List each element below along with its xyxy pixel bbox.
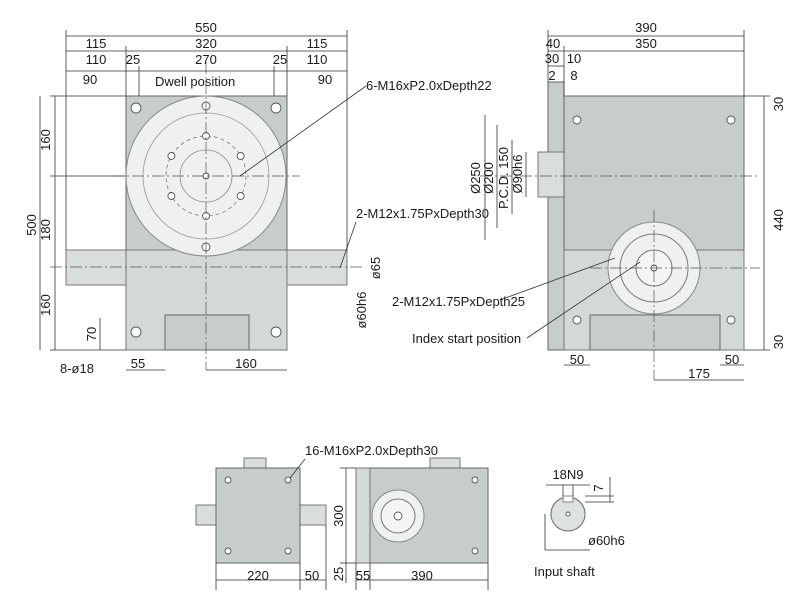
dim-500: 500 xyxy=(24,214,39,236)
corner-bolt xyxy=(270,102,282,114)
dial-bolt-hole xyxy=(167,192,176,200)
dim-180: 180 xyxy=(38,219,53,241)
dim-18n9: 18N9 xyxy=(552,467,583,482)
dial-bolt-hole xyxy=(236,152,245,160)
dim-dia65: ø65 xyxy=(368,257,383,279)
dim-55-bottom: 55 xyxy=(356,568,370,583)
dim-90-left: 90 xyxy=(83,72,97,87)
side-flange xyxy=(547,81,565,351)
side-bolt xyxy=(572,115,582,125)
side-view: 390 40 350 30 10 2 8 30 440 30 Ø250 Ø200… xyxy=(392,20,786,381)
bottom-body-a xyxy=(215,467,301,564)
index-start-label: Index start position xyxy=(412,331,521,346)
dim-175: 175 xyxy=(688,366,710,381)
dwell-position-label: Dwell position xyxy=(155,74,235,89)
dim-50-right-side: 50 xyxy=(725,352,739,367)
dim-dia250: Ø250 xyxy=(468,162,483,194)
side-bolt xyxy=(726,115,736,125)
dim-350: 350 xyxy=(635,36,657,51)
side-bolt xyxy=(726,315,736,325)
mounting-hole xyxy=(270,326,282,338)
tapped-hole-6-label: 6-M16xP2.0xDepth22 xyxy=(366,78,492,93)
dim-160-foot: 160 xyxy=(235,356,257,371)
dim-70: 70 xyxy=(84,327,99,341)
corner-bolt xyxy=(130,102,142,114)
bottom-flange-center xyxy=(393,511,403,521)
dim-50-bottom: 50 xyxy=(305,568,319,583)
dim-270: 270 xyxy=(195,52,217,67)
dim-30-bottom-side: 30 xyxy=(771,335,786,349)
bottom-bolt-a xyxy=(224,476,232,484)
dial-bolt-holes xyxy=(167,132,245,220)
tapped-hole-16-label: 16-M16xP2.0xDepth30 xyxy=(305,443,438,458)
dim-dia60h6: ø60h6 xyxy=(354,292,369,329)
dim-40: 40 xyxy=(546,36,560,51)
bottom-bolt-b xyxy=(471,476,479,484)
dim-90-right: 90 xyxy=(318,72,332,87)
dim-30-side: 30 xyxy=(545,51,559,66)
dim-pcd150: P.C.D. 150 xyxy=(496,147,511,209)
pcd-circle xyxy=(165,135,247,217)
hole-8-dia18-label: 8-ø18 xyxy=(60,361,94,376)
dim-30-top-side: 30 xyxy=(771,97,786,111)
dim-2: 2 xyxy=(548,68,555,83)
input-shaft-keyway xyxy=(562,495,574,503)
front-foot-recess xyxy=(164,314,250,351)
bottom-right-shaft-a xyxy=(299,504,327,526)
front-view: 550 115 320 115 110 25 270 25 110 90 90 … xyxy=(24,20,492,376)
bottom-view-b: 300 25 55 390 xyxy=(331,457,489,590)
dim-50-left-side: 50 xyxy=(570,352,584,367)
dial-bolt-hole xyxy=(167,152,176,160)
dim-110-right: 110 xyxy=(307,52,328,67)
dim-115-right: 115 xyxy=(307,36,328,51)
side-output-hub xyxy=(537,151,565,198)
tapped-hole-2-label-30: 2-M12x1.75PxDepth30 xyxy=(356,206,489,221)
dial-bolt-hole xyxy=(236,192,245,200)
dim-160-top: 160 xyxy=(38,129,53,151)
dim-300: 300 xyxy=(331,505,346,527)
side-foot-recess xyxy=(589,314,721,351)
input-shaft-center xyxy=(565,511,571,517)
dim-440: 440 xyxy=(771,209,786,231)
dim-390-side: 390 xyxy=(635,20,657,35)
bottom-view-a: 220 50 16-M16xP2.0xDepth30 xyxy=(195,443,438,590)
dim-390-bottom: 390 xyxy=(411,568,433,583)
mounting-hole xyxy=(130,326,142,338)
right-shaft xyxy=(286,249,348,286)
dim-8: 8 xyxy=(570,68,577,83)
side-bolt xyxy=(572,315,582,325)
dim-160-bottom: 160 xyxy=(38,294,53,316)
dim-input-dia60h6: ø60h6 xyxy=(588,533,625,548)
dim-25-bottom: 25 xyxy=(331,567,346,581)
dim-25-right: 25 xyxy=(273,52,287,67)
dim-dia90h6: Ø90h6 xyxy=(510,154,525,193)
dim-7: 7 xyxy=(591,484,606,491)
bottom-flange-b xyxy=(355,467,371,564)
bottom-bolt-a xyxy=(224,547,232,555)
dim-25-left: 25 xyxy=(126,52,140,67)
dim-10: 10 xyxy=(567,51,581,66)
bottom-bolt-b xyxy=(471,547,479,555)
left-shaft xyxy=(65,249,127,286)
input-shaft-title: Input shaft xyxy=(534,564,595,579)
dim-320: 320 xyxy=(195,36,217,51)
bottom-bolt-a xyxy=(284,476,292,484)
bottom-bolt-a xyxy=(284,547,292,555)
dim-550: 550 xyxy=(195,20,217,35)
dim-55: 55 xyxy=(131,356,145,371)
input-shaft-detail: 18N9 7 ø60h6 Input shaft xyxy=(534,467,625,579)
dim-220: 220 xyxy=(247,568,269,583)
dim-110-left: 110 xyxy=(86,52,107,67)
dim-dia200: Ø200 xyxy=(481,162,496,194)
bottom-left-shaft-a xyxy=(195,504,217,526)
tapped-hole-2-label-25: 2-M12x1.75PxDepth25 xyxy=(392,294,525,309)
dim-115-left: 115 xyxy=(86,36,107,51)
